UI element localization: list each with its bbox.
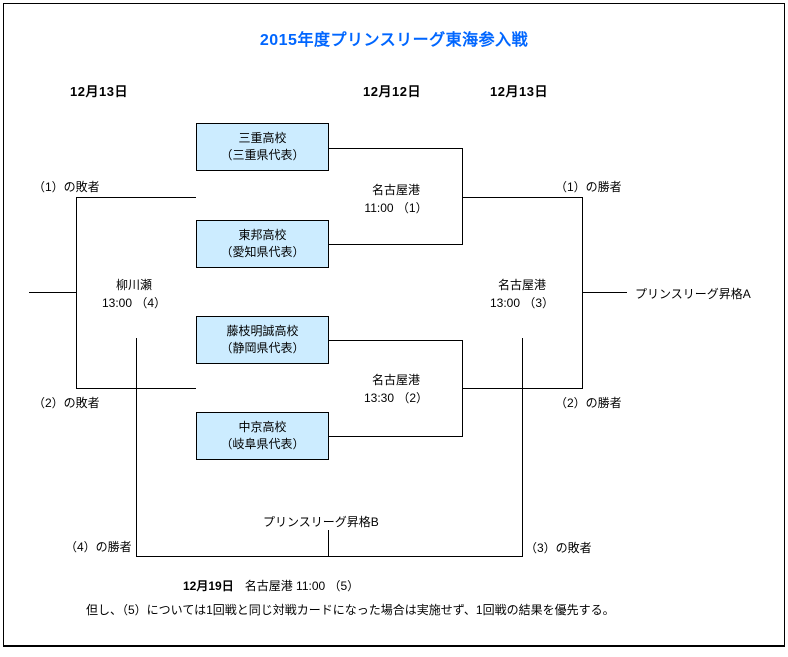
connector-line [136, 556, 523, 557]
final-match-date: 12月19日 [183, 579, 234, 593]
team-prefecture: （三重県代表） [220, 148, 305, 162]
team-name: 三重高校 [238, 131, 287, 145]
label-loser-of-3: （3）の敗者 [525, 541, 592, 555]
column-date-right: 12月13日 [490, 84, 548, 99]
connector-line [29, 292, 76, 293]
team-name: 東邦高校 [238, 228, 287, 242]
connector-line [136, 338, 137, 556]
connector-line [329, 244, 462, 245]
match-4-label: 柳川瀬 13:00 （4） [74, 276, 194, 312]
match-time: 11:00 （1） [364, 201, 428, 215]
label-promotion-a: プリンスリーグ昇格A [635, 287, 751, 301]
match-venue: 名古屋港 [371, 373, 420, 387]
connector-line [76, 197, 77, 389]
team-prefecture: （愛知県代表） [220, 245, 305, 259]
label-promotion-b: プリンスリーグ昇格B [263, 515, 379, 529]
label-winner-of-1: （1）の勝者 [555, 180, 622, 194]
team-box-chukyo: 中京高校 （岐阜県代表） [196, 412, 329, 460]
label-winner-of-4: （4）の勝者 [65, 540, 132, 554]
footnote: 但し、（5）については1回戦と同じ対戦カードになった場合は実施せず、1回戦の結果… [86, 603, 615, 617]
team-prefecture: （岐阜県代表） [220, 437, 305, 451]
connector-line [329, 340, 462, 341]
connector-line [462, 148, 463, 245]
connector-line [522, 338, 523, 556]
connector-line [329, 148, 462, 149]
team-box-mie: 三重高校 （三重県代表） [196, 123, 329, 171]
connector-line [76, 197, 196, 198]
connector-line [462, 197, 582, 198]
match-time: 13:30 （2） [363, 391, 429, 405]
column-date-left: 12月13日 [70, 84, 128, 99]
label-loser-of-1: （1）の敗者 [33, 180, 100, 194]
match-time: 13:00 （3） [489, 296, 555, 310]
team-name: 中京高校 [238, 420, 287, 434]
page-title: 2015年度プリンスリーグ東海参入戦 [259, 32, 529, 49]
match-venue: 柳川瀬 [115, 278, 152, 292]
team-name: 藤枝明誠高校 [226, 324, 299, 338]
team-prefecture: （静岡県代表） [220, 341, 305, 355]
match-venue: 名古屋港 [497, 278, 546, 292]
team-box-fujieda-meisei: 藤枝明誠高校 （静岡県代表） [196, 316, 329, 364]
match-1-label: 名古屋港 11:00 （1） [336, 181, 456, 217]
label-loser-of-2: （2）の敗者 [33, 396, 100, 410]
connector-line [328, 530, 329, 556]
connector-line [329, 436, 462, 437]
team-box-toho: 東邦高校 （愛知県代表） [196, 220, 329, 268]
match-3-label: 名古屋港 13:00 （3） [462, 276, 582, 312]
connector-line [582, 197, 583, 389]
match-2-label: 名古屋港 13:30 （2） [336, 371, 456, 407]
final-match-detail: 名古屋港 11:00 （5） [244, 579, 360, 593]
final-match-label: 12月19日名古屋港 11:00 （5） [183, 577, 359, 594]
match-venue: 名古屋港 [371, 183, 420, 197]
connector-line [582, 292, 627, 293]
column-date-middle: 12月12日 [363, 84, 421, 99]
bracket-frame [3, 3, 785, 647]
label-winner-of-2: （2）の勝者 [555, 396, 622, 410]
match-time: 13:00 （4） [101, 296, 167, 310]
